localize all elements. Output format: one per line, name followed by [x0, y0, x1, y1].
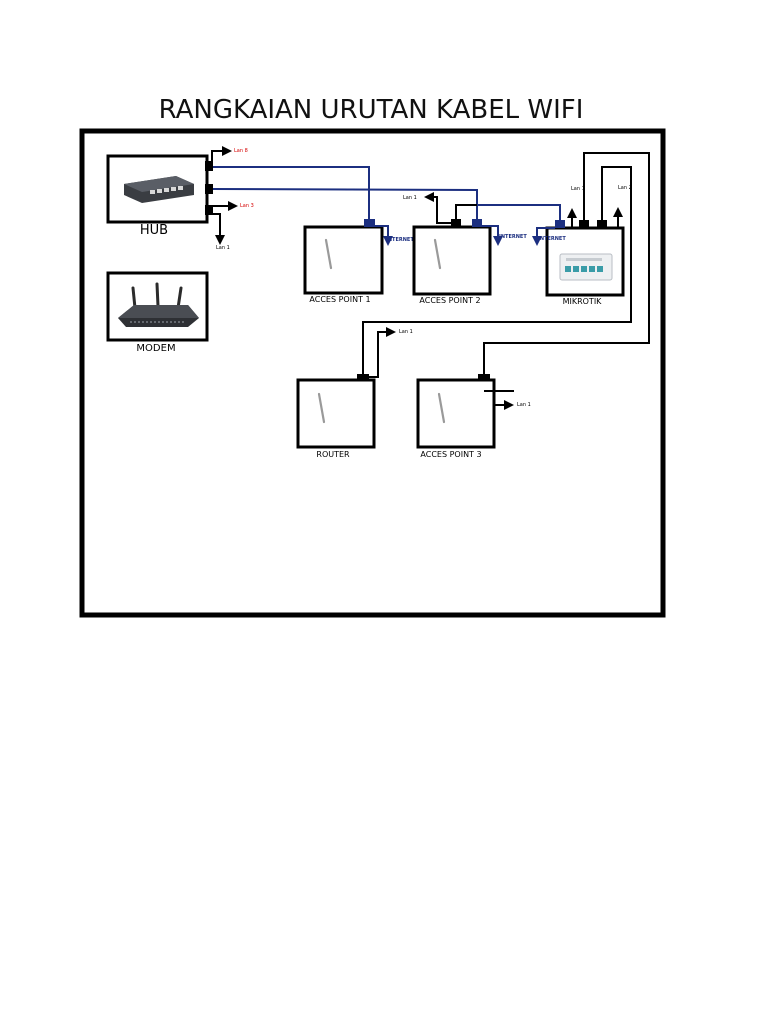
mikrotik-port-lan-b: [597, 220, 607, 228]
ap1-box: [303, 225, 384, 295]
modem-top: [118, 305, 199, 318]
mikrotik-label: MIKROTIK: [563, 297, 603, 306]
mikrotik-port: [565, 266, 571, 272]
mikrotik-port: [597, 266, 603, 272]
ap3-box: [416, 378, 496, 449]
ap1-label: ACCES POINT 1: [309, 295, 370, 304]
ap2-internet-label: INTERNET: [499, 234, 527, 240]
page-title: RANGKAIAN URUTAN KABEL WIFI: [159, 95, 584, 125]
ap1-port: [364, 219, 375, 227]
modem-antenna: [131, 286, 137, 310]
access-point-1: ACCES POINT 1: [303, 219, 384, 304]
ap1-antenna-icon: [324, 238, 333, 270]
mikrotik-board-icon: [559, 253, 613, 281]
ap1-internet-label: INTERNET: [386, 237, 414, 243]
router-box: [296, 378, 376, 449]
mikrotik-lan1-label: Lan 1: [571, 186, 585, 192]
router-port: [357, 374, 369, 381]
mikrotik-lan2-label: Lan 2: [618, 185, 632, 191]
hub-switch-icon: [124, 176, 194, 203]
ap1-internet-arrow: [375, 225, 393, 246]
ap2-port-wan: [472, 219, 482, 227]
hub-port-2: [205, 184, 213, 194]
hub-lan-top-label: Lan 8: [234, 148, 248, 154]
hub-port-1: [205, 161, 213, 171]
hub-device: HUB: [106, 154, 213, 238]
switch-port: [164, 188, 169, 192]
ap2-antenna-icon: [433, 238, 442, 270]
modem-router-icon: [118, 282, 199, 327]
hub-label: HUB: [140, 223, 168, 238]
mikrotik-port: [573, 266, 579, 272]
hub-lan-bottom-label: Lan 1: [216, 245, 230, 251]
cable-ap2-to-mikrotik: [477, 204, 561, 221]
modem-antenna: [176, 286, 183, 310]
modem-antenna: [155, 282, 160, 308]
ap2-lan-arrow: [424, 192, 451, 224]
ap2-box: [412, 225, 492, 296]
switch-port: [178, 186, 183, 190]
cable-hub-to-ap1: [213, 166, 370, 221]
router-label: ROUTER: [316, 450, 350, 459]
ap3-lan-label: Lan 1: [517, 402, 531, 408]
ap3-port: [478, 374, 490, 381]
modem-device: MODEM: [106, 271, 209, 354]
ap2-internet-arrow: [482, 225, 503, 246]
switch-port: [150, 190, 155, 194]
hub-lan-bottom-arrow: [212, 213, 225, 245]
mikrotik-port: [581, 266, 587, 272]
ap3-lan-arrow: [493, 381, 514, 410]
switch-top: [124, 176, 194, 192]
access-point-3: ACCES POINT 3: [416, 374, 496, 459]
ap2-lan-label: Lan 1: [403, 195, 417, 201]
mikrotik-port: [589, 266, 595, 272]
mikrotik-port-wan: [555, 220, 565, 228]
router-lan-label: Lan 1: [399, 329, 413, 335]
router-lan-arrow: [369, 327, 396, 378]
mikrotik-device: MIKROTIK: [545, 220, 625, 306]
cable-hub-to-ap2: [212, 188, 478, 221]
ap2-port-lan: [451, 219, 461, 227]
mikrotik-internet-arrow: [532, 227, 555, 246]
mikrotik-label-strip: [566, 258, 602, 261]
modem-label: MODEM: [136, 343, 175, 354]
ap3-label: ACCES POINT 3: [420, 450, 481, 459]
router-device: ROUTER: [296, 374, 376, 459]
hub-lan-top-arrow: [211, 146, 232, 162]
mikrotik-internet-label: INTERNET: [538, 236, 566, 242]
access-point-2: ACCES POINT 2: [412, 219, 492, 305]
ap2-label: ACCES POINT 2: [419, 296, 480, 305]
mikrotik-port-lan-a: [579, 220, 589, 228]
router-antenna-icon: [317, 392, 326, 424]
switch-port: [171, 187, 176, 191]
ap2-bridge-line: [455, 204, 477, 219]
ap3-antenna-icon: [437, 392, 446, 424]
hub-lan-mid-label: Lan 3: [240, 203, 254, 209]
hub-port-3: [205, 205, 213, 215]
switch-port: [157, 189, 162, 193]
cable-mikrotik-to-router: [362, 166, 632, 376]
cable-mikrotik-to-ap3: [483, 152, 650, 376]
